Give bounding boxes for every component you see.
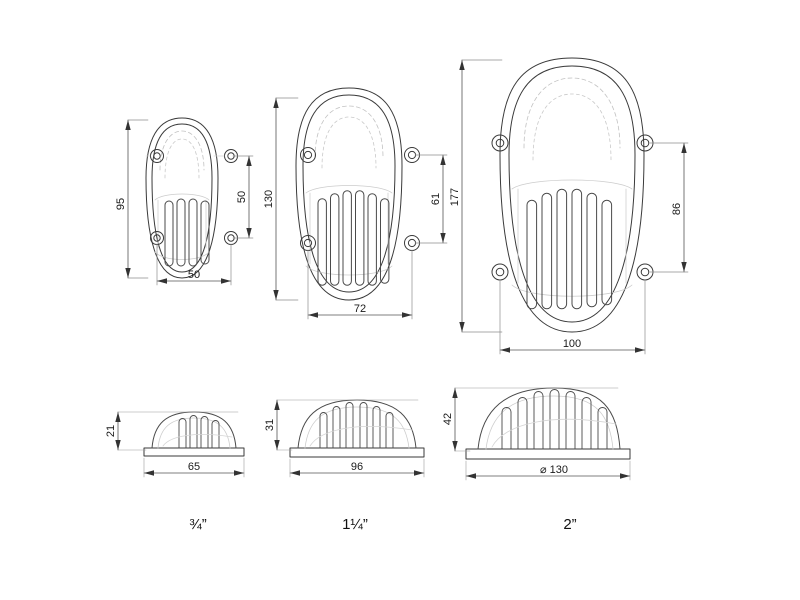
dim-large-width [499, 279, 646, 355]
size-label-medium: 1¼” [342, 516, 368, 533]
dim-label-medium-side-height: 31 [264, 419, 276, 431]
dim-label-small-height: 95 [115, 198, 127, 210]
dim-label-large-height: 177 [449, 188, 461, 206]
dim-large-boltspan [649, 142, 689, 273]
side-view-small [143, 411, 245, 457]
dim-small-boltspan [232, 155, 254, 239]
dim-large-side-height [452, 387, 619, 452]
dim-label-small-width: 50 [188, 269, 200, 281]
top-view-small [145, 117, 238, 279]
dim-label-large-width: 100 [563, 338, 581, 350]
dim-small-height [125, 119, 149, 279]
dim-medium-width [307, 249, 413, 320]
top-view-medium [295, 87, 420, 301]
size-label-large: 2” [563, 516, 576, 533]
dim-small-width [156, 243, 232, 286]
dim-label-small-boltspan: 50 [236, 191, 248, 203]
dim-label-small-side-height: 21 [105, 425, 117, 437]
dim-large-height [459, 59, 503, 333]
dim-medium-side-height [274, 399, 419, 451]
dim-small-side-height [115, 411, 239, 451]
dim-medium-boltspan [414, 154, 448, 244]
top-view-large [491, 57, 654, 333]
dim-label-large-boltspan: 86 [671, 203, 683, 215]
dim-label-large-side-height: 42 [442, 413, 454, 425]
dim-medium-side-width [289, 458, 425, 478]
dim-label-medium-height: 130 [263, 190, 275, 208]
dim-label-small-side-width: 65 [188, 461, 200, 473]
dim-label-medium-boltspan: 61 [430, 193, 442, 205]
dim-label-large-side-width: ⌀ 130 [540, 464, 568, 476]
side-view-large [465, 387, 631, 460]
bolt-hole [150, 149, 238, 245]
dim-label-medium-side-width: 96 [351, 461, 363, 473]
dim-large-side-width [465, 460, 631, 481]
dim-label-medium-width: 72 [354, 303, 366, 315]
dim-small-side-width [143, 457, 245, 478]
size-label-small: ¾” [189, 516, 207, 533]
side-view-medium [289, 399, 425, 458]
dim-medium-height [273, 97, 299, 301]
